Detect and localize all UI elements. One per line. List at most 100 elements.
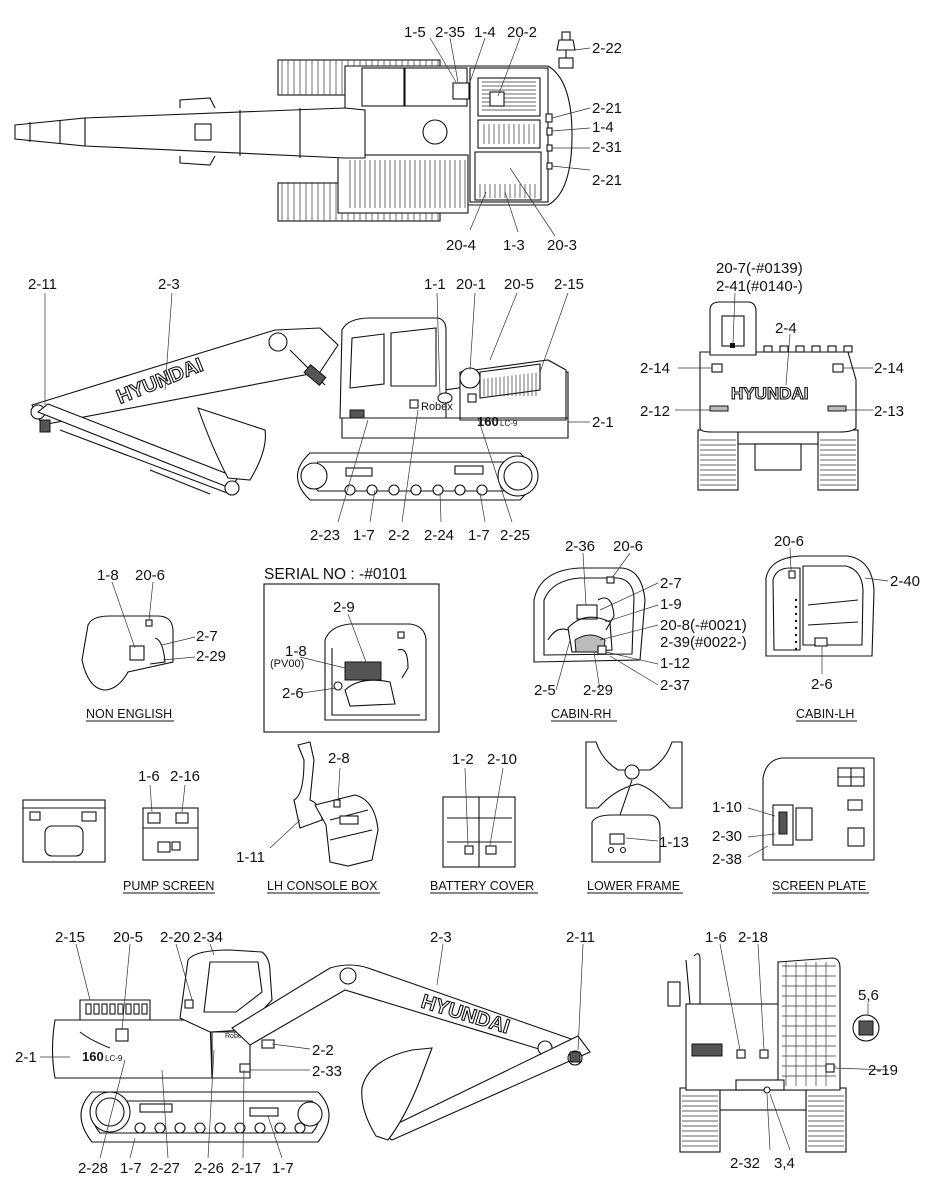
drawing-detail — [174, 1122, 186, 1134]
callout-label: 2-1 — [15, 1049, 37, 1066]
caption-cabin-rh: CABIN-RH — [551, 707, 611, 721]
drawing-detail — [274, 1122, 286, 1134]
callout-label: 2-14 — [640, 360, 670, 377]
battery-cover-drawing — [442, 767, 516, 868]
callout-label: 1-1 — [424, 276, 446, 293]
robex-plate-right: Robex — [421, 401, 453, 413]
drawing-detail — [779, 345, 789, 353]
cabin-rh-drawing — [533, 552, 659, 691]
callout-label: 2-38 — [712, 851, 742, 868]
drawing-detail — [388, 484, 400, 496]
drawing-detail — [125, 1003, 132, 1015]
drawing-detail — [109, 1003, 116, 1015]
callouts-battery-cover: 1-2 2-10 — [452, 751, 517, 768]
callout-label: 2-22 — [592, 40, 622, 57]
callout-label: 20-8(-#0021) — [660, 617, 747, 634]
callout-label: 2-13 — [874, 403, 904, 420]
callout-label: 2-11 — [566, 929, 595, 946]
callout-label: 2-25 — [500, 527, 530, 544]
right-side-view-drawing: Robex 160 LC-9 HYUNDAI — [30, 292, 590, 523]
callout-label: 1-7 — [120, 1160, 142, 1177]
caption-pump-screen: PUMP SCREEN — [123, 879, 214, 893]
callout-label: 2-19 — [868, 1062, 898, 1079]
callouts-non-english: 1-8 20-6 2-7 2-29 — [97, 567, 226, 665]
drawing-detail — [794, 633, 798, 637]
drawing-detail — [93, 1003, 100, 1015]
hyundai-rear-decal: HYUNDAI — [731, 384, 808, 403]
callout-label: 1-4 — [474, 24, 496, 41]
callout-label: 1-13 — [659, 834, 689, 851]
callout-label: 2-23 — [310, 527, 340, 544]
callout-label: 2-16 — [170, 768, 200, 785]
cabin-lh-drawing — [765, 547, 889, 674]
callout-label: 1-8 — [97, 567, 119, 584]
callout-label: 2-21 — [592, 172, 622, 189]
caption-battery-cover: BATTERY COVER — [430, 879, 534, 893]
callout-label: 2-39(#0022-) — [660, 634, 747, 651]
callout-label: 2-15 — [55, 929, 85, 946]
front-view-drawing — [667, 943, 889, 1153]
drawing-detail — [763, 345, 773, 353]
callout-label: 1-8 — [285, 643, 307, 660]
drawing-detail — [214, 1122, 226, 1134]
caption-cabin-lh: CABIN-LH — [796, 707, 854, 721]
drawing-detail — [476, 484, 488, 496]
callout-label: 2-11 — [28, 276, 57, 293]
callout-label: 2-3 — [158, 276, 180, 293]
drawing-detail — [794, 598, 798, 602]
drawing-detail — [366, 484, 378, 496]
callout-label: 2-1 — [592, 414, 614, 431]
callout-label: 20-6 — [774, 533, 804, 550]
callouts-screen-plate: 1-10 2-30 2-38 — [712, 799, 742, 868]
drawing-detail — [410, 484, 422, 496]
callout-label: 2-17 — [231, 1160, 261, 1177]
caption-non-english: NON ENGLISH — [86, 707, 172, 721]
callout-label: 2-14 — [874, 360, 904, 377]
model-decal-right: 160 — [477, 414, 499, 429]
callout-label: 2-30 — [712, 828, 742, 845]
callout-label: 2-8 — [328, 750, 350, 767]
callout-label: 2-6 — [811, 676, 833, 693]
drawing-detail — [117, 1003, 124, 1015]
callout-label: 1-11 — [236, 849, 265, 866]
drawing-detail — [794, 640, 798, 644]
non-english-drawing — [81, 581, 196, 691]
model-suffix-right: LC-9 — [500, 419, 518, 428]
callout-label: 20-4 — [446, 237, 476, 254]
callout-label: 1-5 — [404, 24, 426, 41]
drawing-detail — [827, 345, 837, 353]
callout-label: 2-21 — [592, 100, 622, 117]
callout-label: 20-5 — [113, 929, 143, 946]
beacon-part-icon — [556, 31, 576, 69]
callouts-lh-console-box: 2-8 1-11 — [236, 750, 350, 866]
drawing-detail — [794, 619, 798, 623]
drawing-detail — [254, 1122, 266, 1134]
caption-lh-console-box: LH CONSOLE BOX — [267, 879, 378, 893]
callout-label: 20-6 — [613, 538, 643, 555]
drawing-detail — [454, 484, 466, 496]
callout-label: 20-2 — [507, 24, 537, 41]
callout-label: 2-18 — [738, 929, 768, 946]
callout-label: 2-35 — [435, 24, 465, 41]
model-decal-left: 160 — [82, 1049, 104, 1064]
callout-label: 2-12 — [640, 403, 670, 420]
callout-label: 2-37 — [660, 677, 690, 694]
callout-label: 20-1 — [456, 276, 486, 293]
callout-label: 2-7 — [196, 628, 218, 645]
callout-label: 2-5 — [534, 682, 556, 699]
callout-label: 2-15 — [554, 276, 584, 293]
lower-frame-drawing — [585, 741, 683, 863]
callout-label: 2-2 — [388, 527, 410, 544]
callout-label: 2-29 — [196, 648, 226, 665]
callout-label: 2-7 — [660, 575, 682, 592]
robex-plate-left: Robex — [225, 1033, 246, 1040]
callout-label: 2-27 — [150, 1160, 180, 1177]
drawing-detail — [432, 484, 444, 496]
drawing-detail — [811, 345, 821, 353]
callout-label: 2-32 — [730, 1155, 760, 1172]
callout-label: 2-10 — [487, 751, 517, 768]
drawing-detail — [843, 345, 853, 353]
callouts-lower-frame: 1-13 — [659, 834, 689, 851]
